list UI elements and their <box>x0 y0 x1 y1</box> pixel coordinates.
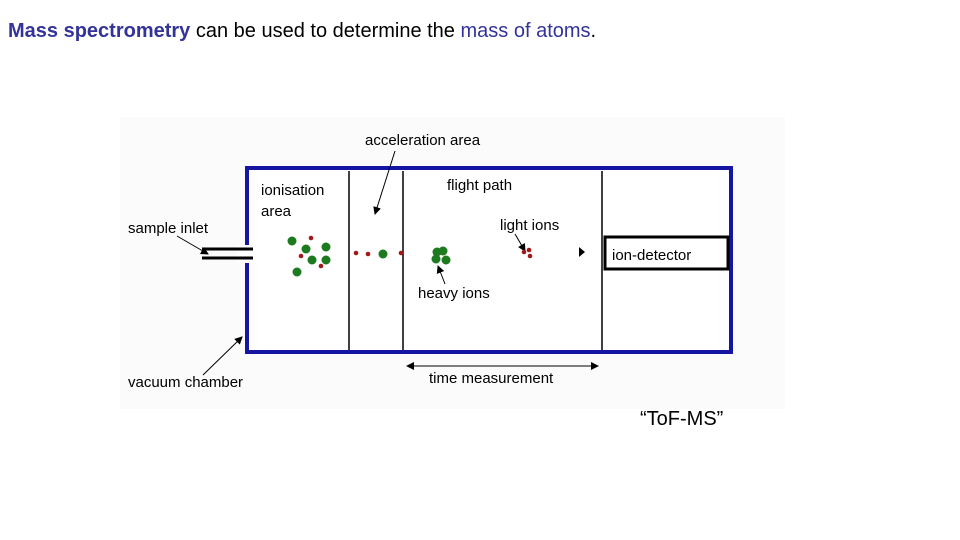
ionisation-area-label-line2: area <box>261 203 292 220</box>
light-ion <box>521 249 527 255</box>
light-ions-arrow <box>514 233 526 252</box>
sample-inlet-arrow <box>176 235 209 255</box>
heavy-ions-arrow <box>436 265 446 285</box>
title-period: . <box>590 20 597 42</box>
heavy-ion <box>301 244 311 254</box>
sample-inlet-label: sample inlet <box>128 220 209 237</box>
heavy-ion <box>292 267 302 277</box>
heavy-ion <box>441 255 451 265</box>
time-measurement-label: time measurement <box>429 370 554 387</box>
sample-inlet-pipe <box>202 245 253 263</box>
tof-ms-caption: “To​F-MS” <box>640 408 724 430</box>
light-ion <box>308 235 314 241</box>
ion-detector: ion-detector <box>603 235 730 271</box>
light-ion <box>318 263 324 269</box>
light-ion <box>353 250 359 256</box>
heavy-ion <box>307 255 317 265</box>
title-mass-of-atoms: mass of atoms <box>460 20 591 42</box>
light-ions-group <box>298 235 533 269</box>
light-ions-label: light ions <box>500 217 559 234</box>
heavy-ion <box>321 242 331 252</box>
tof-ms-diagram-svg: ion-detector acceleration area ionisatio… <box>120 117 785 409</box>
flight-path-label: flight path <box>447 177 512 194</box>
slide-title: Mass spectrometry can be used to determi… <box>8 20 596 43</box>
heavy-ion <box>438 246 448 256</box>
light-ion <box>526 247 532 253</box>
heavy-ion <box>431 254 441 264</box>
acceleration-area-label: acceleration area <box>365 132 481 149</box>
heavy-ion <box>321 255 331 265</box>
ion-detector-label: ion-detector <box>612 247 691 264</box>
heavy-ions-label: heavy ions <box>418 285 490 302</box>
detector-pointer-icon <box>579 247 585 257</box>
light-ion <box>527 253 533 259</box>
vacuum-chamber-arrow <box>202 336 243 376</box>
heavy-ions-group <box>287 236 451 277</box>
heavy-ion <box>378 249 388 259</box>
acceleration-area-arrow <box>373 150 396 215</box>
tof-ms-diagram: ion-detector acceleration area ionisatio… <box>120 117 785 409</box>
vacuum-chamber-label: vacuum chamber <box>128 374 243 391</box>
title-mass-spectrometry: Mass spectrometry <box>8 20 191 42</box>
title-middle-text: can be used to determine the <box>190 20 461 42</box>
ionisation-area-label-line1: ionisation <box>261 182 324 199</box>
light-ion <box>398 250 404 256</box>
heavy-ion <box>287 236 297 246</box>
light-ion <box>365 251 371 257</box>
light-ion <box>298 253 304 259</box>
